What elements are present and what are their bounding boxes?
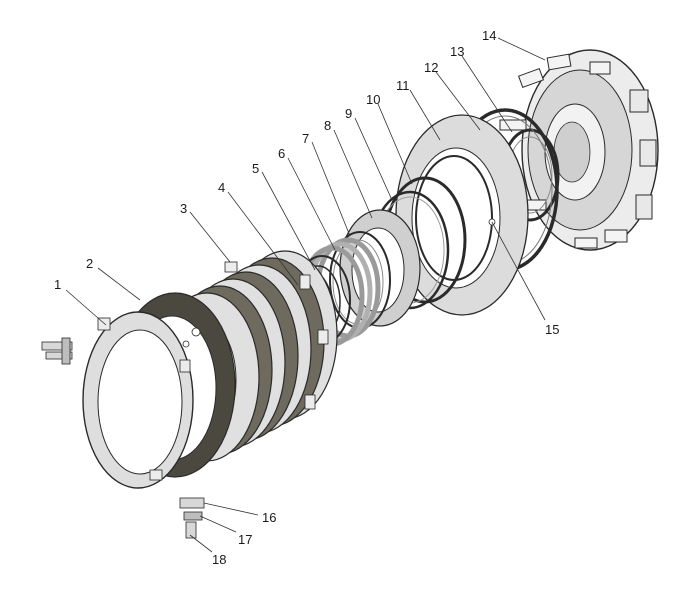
leader-lines <box>65 37 546 553</box>
callout-18: 18 <box>212 552 226 567</box>
callout-9: 9 <box>345 106 352 121</box>
callout-6: 6 <box>278 146 285 161</box>
part-8-washer <box>339 209 421 327</box>
callout-5: 5 <box>252 161 259 176</box>
callout-17: 17 <box>238 532 252 547</box>
part-16-bolt <box>179 497 205 509</box>
callout-15: 15 <box>545 322 559 337</box>
callout-labels: 1 2 3 4 5 6 7 8 9 10 11 12 13 14 15 16 1… <box>54 28 559 567</box>
upper-bolt-set <box>41 337 73 365</box>
callout-3: 3 <box>180 201 187 216</box>
part-17-washer <box>183 511 203 521</box>
callout-4: 4 <box>218 180 225 195</box>
callout-2: 2 <box>86 256 93 271</box>
callout-11: 11 <box>396 78 410 93</box>
callout-16: 16 <box>262 510 276 525</box>
callout-12: 12 <box>424 60 438 75</box>
part-18-pin <box>185 521 197 539</box>
callout-10: 10 <box>366 92 380 107</box>
callout-8: 8 <box>324 118 331 133</box>
callout-7: 7 <box>302 131 309 146</box>
part-1-backing-plate <box>82 311 194 489</box>
callout-1: 1 <box>54 277 61 292</box>
callout-13: 13 <box>450 44 464 59</box>
callout-14: 14 <box>482 28 496 43</box>
